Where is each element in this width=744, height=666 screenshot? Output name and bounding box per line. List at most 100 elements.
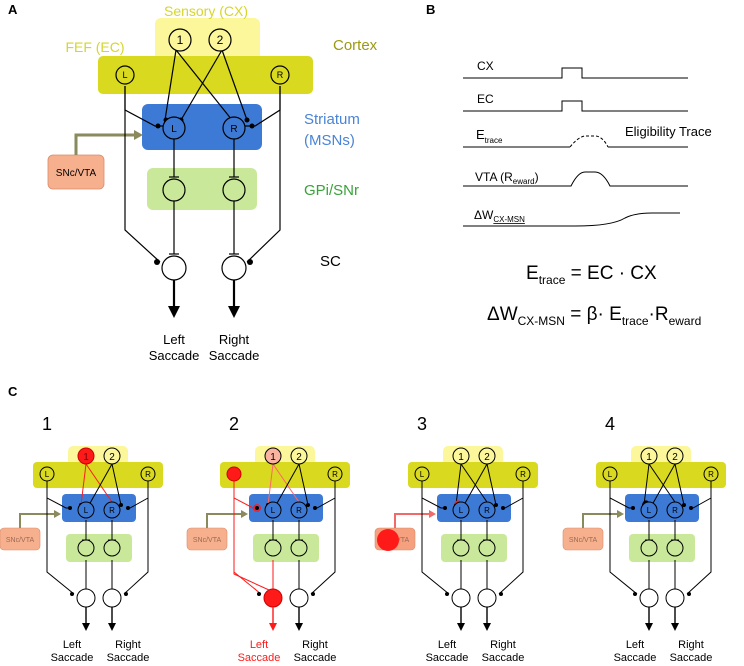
fef-l-label: L	[608, 470, 613, 479]
gpi-node-l	[640, 539, 658, 557]
striatum-box	[62, 494, 136, 522]
cx-node-2-label: 2	[484, 452, 490, 463]
right-arrowhead	[295, 623, 303, 631]
cx-node-2-label: 2	[217, 33, 224, 47]
synapse-dot	[313, 506, 317, 510]
cx-node-2	[208, 28, 232, 52]
ec-trace-label: EC	[477, 92, 494, 106]
fef-r-to-sc	[123, 474, 149, 595]
fef-r-to-sc	[498, 474, 524, 595]
vta-trace	[463, 171, 688, 187]
fef-node-l	[226, 466, 242, 482]
right-saccade-2: Saccade	[482, 652, 525, 664]
msn-r-label: R	[672, 506, 678, 515]
cx-msn-line	[455, 463, 462, 506]
gpi-node-r	[222, 178, 246, 202]
ec-trace	[463, 100, 688, 112]
left-saccade-1: Left	[63, 639, 81, 651]
synapse-dot	[631, 506, 635, 510]
right-saccade-1: Right	[490, 639, 516, 651]
synapse-dot	[689, 506, 693, 510]
cx-node-2-label: 2	[296, 452, 302, 463]
fef-node-l	[602, 466, 618, 482]
eligibility-trace	[569, 135, 609, 148]
sc-node-r	[221, 255, 247, 281]
dw-label: ΔWCX-MSN	[474, 208, 525, 224]
gpi-node-r	[103, 539, 121, 557]
cx-node-1	[168, 28, 192, 52]
cx-node-2	[666, 447, 684, 465]
fef-r-label: R	[708, 470, 714, 479]
snc-arrow	[74, 133, 140, 155]
msn-node-l	[77, 501, 95, 519]
synapse-dot	[501, 506, 505, 510]
left-arrowhead	[82, 623, 90, 631]
cx-node-1-label: 1	[270, 452, 276, 463]
panel-a: A Sensory (CX) FEF (EC) Cortex Striatum …	[8, 2, 378, 363]
left-saccade-2: Saccade	[149, 348, 200, 363]
cx-node-2-label: 2	[672, 452, 678, 463]
cx-node-1-label: 1	[646, 452, 652, 463]
synapse-dot	[126, 506, 130, 510]
sc-node-l	[161, 255, 187, 281]
fef-r-label: R	[520, 470, 526, 479]
sc-node-r	[289, 588, 309, 608]
gpi-box	[629, 534, 695, 562]
eligibility-label: Eligibility Trace	[625, 124, 712, 139]
fef-node-r	[140, 466, 156, 482]
msn-node-r	[478, 501, 496, 519]
snc-label: SNc/VTA	[569, 537, 598, 544]
left-arrowhead	[645, 623, 653, 631]
fef-node-r	[270, 65, 290, 85]
synapse-dot	[70, 592, 74, 596]
cx-node-1-label: 1	[177, 33, 184, 47]
right-saccade-2: Saccade	[209, 348, 260, 363]
msn-node-r	[666, 501, 684, 519]
msn-r-label: R	[484, 506, 490, 515]
fef-bar	[98, 56, 313, 94]
red-path	[233, 572, 270, 591]
right-saccade-1: Right	[302, 639, 328, 651]
cx-node-1	[452, 447, 470, 465]
subpanel-2-number: 2	[229, 414, 239, 434]
panel-b-label: B	[426, 2, 435, 17]
fef-r-to-sc	[686, 474, 712, 595]
cx-msn-line	[643, 463, 650, 506]
cx-msn-line	[267, 463, 274, 506]
cx-msn-line	[80, 463, 87, 506]
synapse-dot	[445, 592, 449, 596]
equation-1: Etrace = EC · CX	[526, 263, 657, 287]
dw-trace	[463, 212, 680, 227]
gpi-node-l	[264, 539, 282, 557]
msn-l-label: L	[459, 506, 464, 515]
gpi-box	[441, 534, 507, 562]
synapse-active	[253, 504, 261, 512]
synapse-dot	[124, 592, 128, 596]
sc-node-r	[477, 588, 497, 608]
subpanel-1-number: 1	[42, 414, 52, 434]
right-saccade-2: Saccade	[294, 652, 337, 664]
fef-label: FEF (EC)	[65, 39, 124, 55]
synapse-dot	[257, 592, 261, 596]
gpi-node-l	[77, 539, 95, 557]
msns-label: (MSNs)	[304, 132, 355, 149]
fef-bar	[33, 462, 163, 488]
synapse-dot	[682, 503, 686, 507]
msn-l-label: L	[84, 506, 89, 515]
cx-node-2	[290, 447, 308, 465]
msn-l-label: L	[171, 124, 177, 135]
right-arrowhead	[483, 623, 491, 631]
cx-node-2	[103, 447, 121, 465]
right-saccade-2: Saccade	[670, 652, 713, 664]
synapse-dot	[255, 506, 259, 510]
snc-arrow	[206, 513, 245, 528]
cortex-label: Cortex	[333, 37, 378, 54]
cx-msn-line	[88, 463, 113, 506]
msn-node-l	[264, 501, 282, 519]
striatum-box	[625, 494, 699, 522]
right-arrowhead	[671, 623, 679, 631]
panel-c-label: C	[8, 384, 18, 399]
snc-label: SNc/VTA	[6, 537, 35, 544]
